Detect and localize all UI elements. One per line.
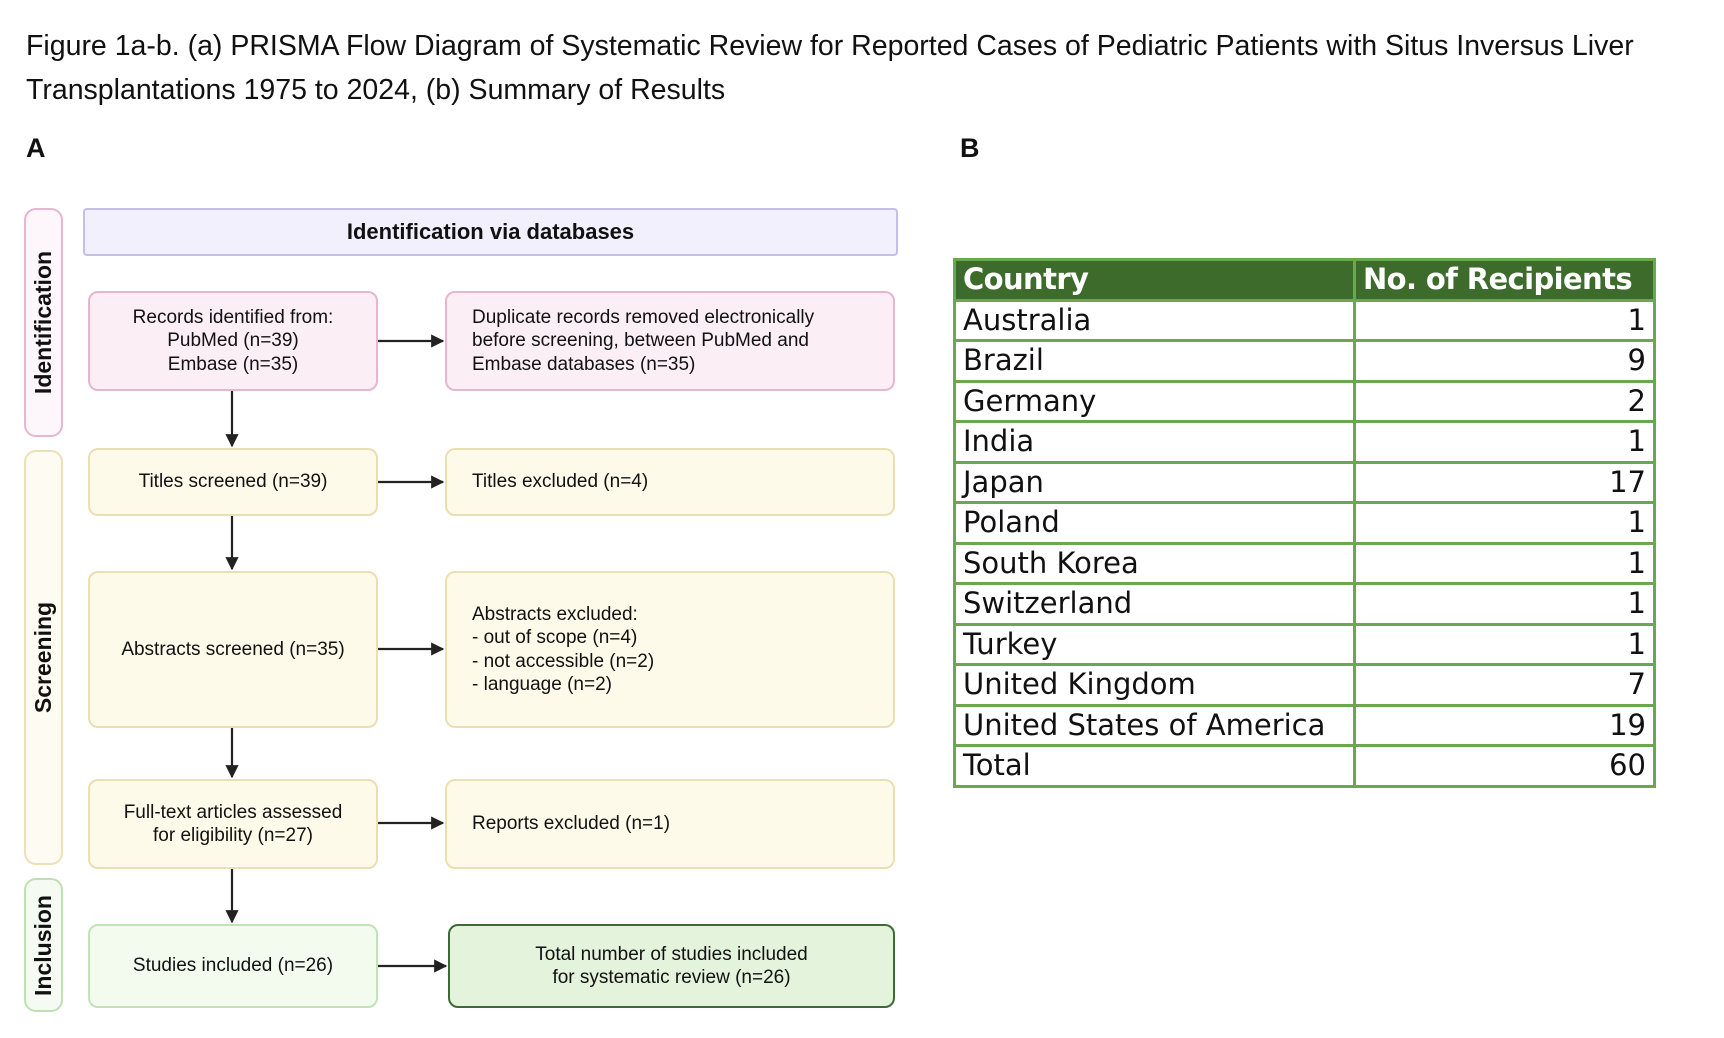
country-cell: Germany: [953, 379, 1356, 423]
recipients-cell: 60: [1353, 744, 1656, 788]
reports-excluded-box: Reports excluded (n=1): [445, 779, 895, 869]
total-studies-line-1: Total number of studies included: [535, 943, 808, 965]
recipients-cell: 1: [1353, 582, 1656, 626]
panel-b-label: B: [960, 133, 980, 163]
abstracts-screened-box: Abstracts screened (n=35): [88, 571, 378, 728]
recipients-cell: 1: [1353, 501, 1656, 545]
stage-screening: Screening: [24, 450, 63, 865]
recipients-cell: 17: [1353, 460, 1656, 504]
caption-line-1: Figure 1a-b. (a) PRISMA Flow Diagram of …: [26, 30, 1634, 62]
caption-line-2: Transplantations 1975 to 2024, (b) Summa…: [26, 74, 726, 106]
duplicates-line-3: Embase databases (n=35): [472, 353, 696, 375]
country-cell: Japan: [953, 460, 1356, 504]
recipients-cell: 19: [1353, 703, 1656, 747]
stage-identification: Identification: [24, 208, 63, 437]
duplicates-removed-box: Duplicate records removed electronically…: [445, 291, 895, 391]
country-cell: Turkey: [953, 622, 1356, 666]
recipients-cell: 1: [1353, 420, 1656, 464]
country-cell: United Kingdom: [953, 663, 1356, 707]
figure-caption: Figure 1a-b. (a) PRISMA Flow Diagram of …: [26, 24, 1706, 112]
recipients-cell: 1: [1353, 622, 1656, 666]
country-cell: Australia: [953, 298, 1356, 342]
studies-included-text: Studies included (n=26): [132, 955, 334, 977]
duplicates-line-1: Duplicate records removed electronically: [472, 306, 815, 328]
identification-header: Identification via databases: [83, 208, 898, 256]
recipients-cell: 1: [1353, 541, 1656, 585]
abstracts-excluded-line-1: Abstracts excluded:: [472, 603, 638, 625]
duplicates-line-2: before screening, between PubMed and: [472, 330, 809, 352]
country-cell: Brazil: [953, 339, 1356, 383]
titles-excluded-box: Titles excluded (n=4): [445, 448, 895, 516]
total-studies-line-2: for systematic review (n=26): [552, 967, 791, 988]
recipients-cell: 1: [1353, 298, 1656, 342]
fulltext-line-1: Full-text articles assessed: [123, 801, 343, 823]
country-cell: South Korea: [953, 541, 1356, 585]
recipients-cell: 2: [1353, 379, 1656, 423]
titles-screened-text: Titles screened (n=39): [138, 471, 328, 493]
country-cell: Total: [953, 744, 1356, 788]
abstracts-excluded-line-3: - not accessible (n=2): [472, 650, 655, 672]
titles-excluded-text: Titles excluded (n=4): [472, 471, 649, 493]
total-studies-box: Total number of studies included for sys…: [448, 924, 895, 1008]
stage-inclusion: Inclusion: [24, 878, 63, 1012]
header-country: Country: [953, 258, 1356, 302]
abstracts-excluded-line-4: - language (n=2): [472, 674, 612, 695]
panel-a-label: A: [26, 133, 46, 163]
abstracts-excluded-line-2: - out of scope (n=4): [472, 627, 638, 648]
header-recipients: No. of Recipients: [1353, 258, 1656, 302]
records-line-3: Embase (n=35): [167, 353, 299, 375]
table-header-row: Country No. of Recipients: [953, 258, 1656, 302]
records-identified-box: Records identified from: PubMed (n=39) E…: [88, 291, 378, 391]
recipients-cell: 9: [1353, 339, 1656, 383]
studies-included-box: Studies included (n=26): [88, 924, 378, 1008]
records-line-2: PubMed (n=39): [167, 330, 299, 352]
recipients-cell: 7: [1353, 663, 1656, 707]
reports-excluded-text: Reports excluded (n=1): [472, 813, 671, 835]
records-line-1: Records identified from:: [132, 306, 334, 328]
fulltext-assessed-box: Full-text articles assessed for eligibil…: [88, 779, 378, 869]
country-cell: Poland: [953, 501, 1356, 545]
country-cell: India: [953, 420, 1356, 464]
country-cell: United States of America: [953, 703, 1356, 747]
abstracts-screened-text: Abstracts screened (n=35): [121, 638, 345, 660]
fulltext-line-2: for eligibility (n=27): [153, 825, 313, 846]
country-cell: Switzerland: [953, 582, 1356, 626]
abstracts-excluded-box: Abstracts excluded: - out of scope (n=4)…: [445, 571, 895, 728]
titles-screened-box: Titles screened (n=39): [88, 448, 378, 516]
